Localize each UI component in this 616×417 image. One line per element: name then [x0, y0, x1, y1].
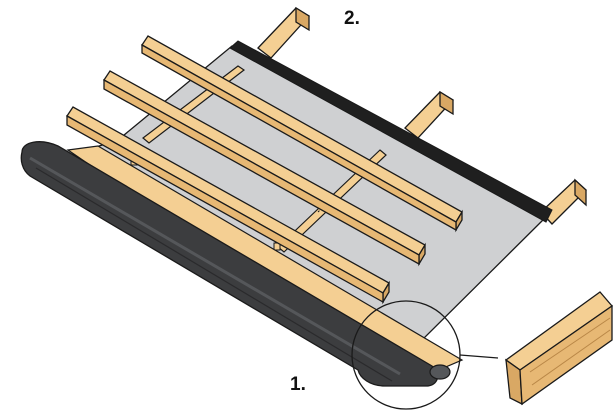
- batten-3: [66, 106, 390, 305]
- rafters: [257, 6, 587, 225]
- gutter: [20, 141, 451, 387]
- step-2-label: 2.: [344, 8, 360, 29]
- detail-callout: [351, 300, 499, 410]
- rafter-back-3: [540, 178, 587, 225]
- rafter-back-2: [404, 90, 455, 139]
- step-1-label: 1.: [290, 374, 306, 395]
- batten-2: [103, 70, 426, 267]
- batten-1: [141, 35, 463, 233]
- battens: [66, 35, 463, 305]
- detail-wedge: [504, 291, 613, 406]
- leader-line: [459, 354, 499, 359]
- rafter-back-1: [257, 6, 311, 59]
